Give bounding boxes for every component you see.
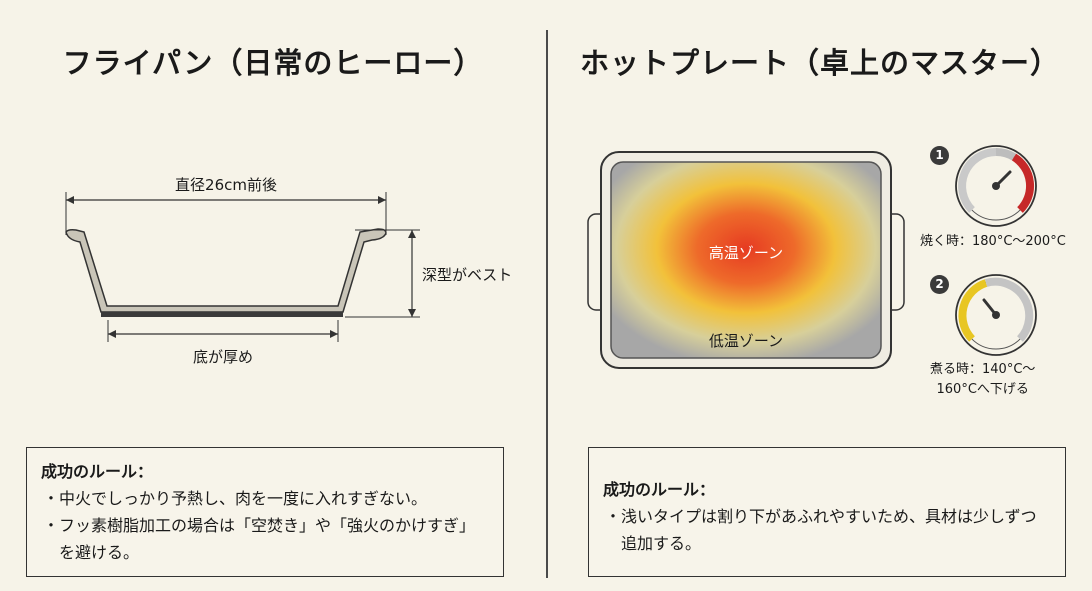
rule-item: ・中火でしっかり予熱し、肉を一度に入れすぎない。 [43, 489, 428, 508]
bottom-label: 底が厚め [192, 348, 254, 366]
frying-pan-body [65, 228, 387, 313]
cool-zone-label: 低温ゾーン [708, 332, 784, 350]
rule-item: ・浅いタイプは割り下があふれやすいため、具材は少しずつ追加する。 [605, 507, 1037, 553]
frying-pan-title: フライパン（日常のヒーロー） [62, 46, 484, 80]
hot-plate-diagram [587, 145, 1037, 369]
bottom-arrow-right [330, 330, 338, 338]
step-badge-2: 2 [930, 275, 949, 294]
hot-plate-rules-box: 成功のルール： ・浅いタイプは割り下があふれやすいため、具材は少しずつ追加する。 [588, 447, 1066, 577]
bottom-arrow-left [108, 330, 116, 338]
frying-pan-diagram [65, 192, 420, 342]
diameter-arrow-right [378, 196, 386, 204]
diameter-label: 直径26cm前後 [175, 176, 277, 194]
rule-text: フッ素樹脂加工の場合は「空焚き」や「強火のかけすぎ」を避ける。 [59, 516, 476, 562]
rules-heading: 成功のルール： [603, 480, 716, 499]
grill-temperature-label: 焼く時：180°C～200°C [920, 234, 1066, 249]
step-badge-1: 1 [930, 146, 949, 165]
depth-arrow-bottom [408, 309, 416, 317]
simmer-temperature-line2: 160°Cへ下げる [936, 382, 1029, 397]
hot-zone-label: 高温ゾーン [708, 244, 784, 262]
frying-pan-rules-box: 成功のルール： ・中火でしっかり予熱し、肉を一度に入れすぎない。 ・フッ素樹脂加… [26, 447, 504, 577]
rules-heading: 成功のルール： [41, 462, 154, 481]
hot-plate-surface [610, 161, 882, 359]
panel-divider [546, 30, 548, 578]
gauge-low [955, 274, 1037, 356]
hot-plate-panel: ホットプレート（卓上のマスター） [548, 0, 1092, 591]
simmer-temperature-line1: 煮る時：140°C～ [930, 362, 1036, 377]
diameter-arrow-left [66, 196, 74, 204]
depth-arrow-top [408, 230, 416, 238]
rule-item: ・フッ素樹脂加工の場合は「空焚き」や「強火のかけすぎ」を避ける。 [43, 516, 476, 562]
depth-label: 深型がベスト [422, 266, 513, 284]
frying-pan-thick-bottom [101, 312, 343, 317]
frying-pan-panel: フライパン（日常のヒーロー） 直径26cm前後 深型がベスト 底が厚め 成功のル… [26, 46, 513, 577]
rule-text: 中火でしっかり予熱し、肉を一度に入れすぎない。 [59, 489, 428, 508]
simmer-temperature-label: 煮る時：140°C～ 160°Cへ下げる [930, 360, 1035, 400]
rule-text: 浅いタイプは割り下があふれやすいため、具材は少しずつ追加する。 [621, 507, 1037, 553]
gauge-high [955, 145, 1037, 227]
hot-plate-title: ホットプレート（卓上のマスター） [579, 46, 1060, 80]
